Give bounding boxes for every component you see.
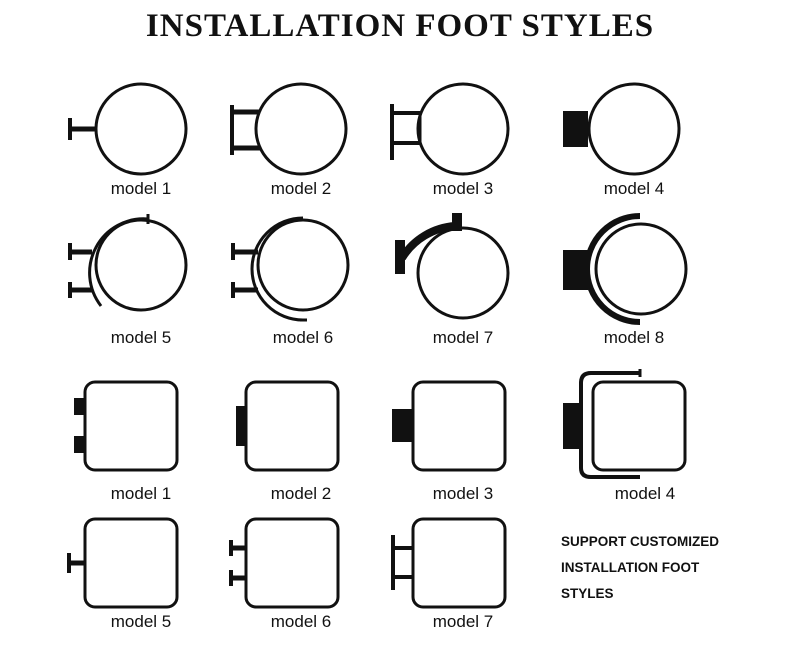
square-model-label: model 1	[110, 484, 172, 503]
square-model-label: model 5	[110, 612, 172, 631]
round-model-label: model 3	[432, 179, 494, 198]
note-line: SUPPORT CUSTOMIZED	[561, 534, 720, 549]
square-model-label: model 2	[270, 484, 332, 503]
note-line: INSTALLATION FOOT	[561, 560, 700, 575]
round-model-1-drawing	[68, 82, 188, 176]
square-model-6-drawing	[229, 517, 340, 609]
round-model-label: model 6	[272, 328, 334, 347]
round-model-2-drawing	[230, 82, 348, 176]
square-model-4-drawing	[563, 369, 687, 479]
customization-note: SUPPORT CUSTOMIZED INSTALLATION FOOT STY…	[561, 529, 781, 607]
round-model-8-drawing	[563, 213, 688, 325]
square-model-3-drawing	[392, 380, 507, 472]
round-model-5-drawing	[68, 214, 188, 312]
round-model-6-drawing	[231, 216, 350, 322]
round-model-label: model 4	[603, 179, 665, 198]
round-model-label: model 2	[270, 179, 332, 198]
square-model-label: model 7	[432, 612, 494, 631]
round-model-4-drawing	[563, 82, 681, 176]
round-model-3-drawing	[390, 82, 510, 176]
square-model-label: model 6	[270, 612, 332, 631]
square-model-label: model 4	[614, 484, 676, 503]
square-model-7-drawing	[391, 517, 507, 609]
square-model-2-drawing	[236, 380, 340, 472]
square-model-1-drawing	[74, 380, 179, 472]
round-model-label: model 7	[432, 328, 494, 347]
round-model-7-drawing	[395, 213, 510, 320]
round-model-label: model 5	[110, 328, 172, 347]
note-line: STYLES	[561, 586, 614, 601]
round-model-label: model 8	[603, 328, 665, 347]
round-model-label: model 1	[110, 179, 172, 198]
square-model-5-drawing	[67, 517, 179, 609]
page-title: INSTALLATION FOOT STYLES	[145, 8, 655, 44]
square-model-label: model 3	[432, 484, 494, 503]
